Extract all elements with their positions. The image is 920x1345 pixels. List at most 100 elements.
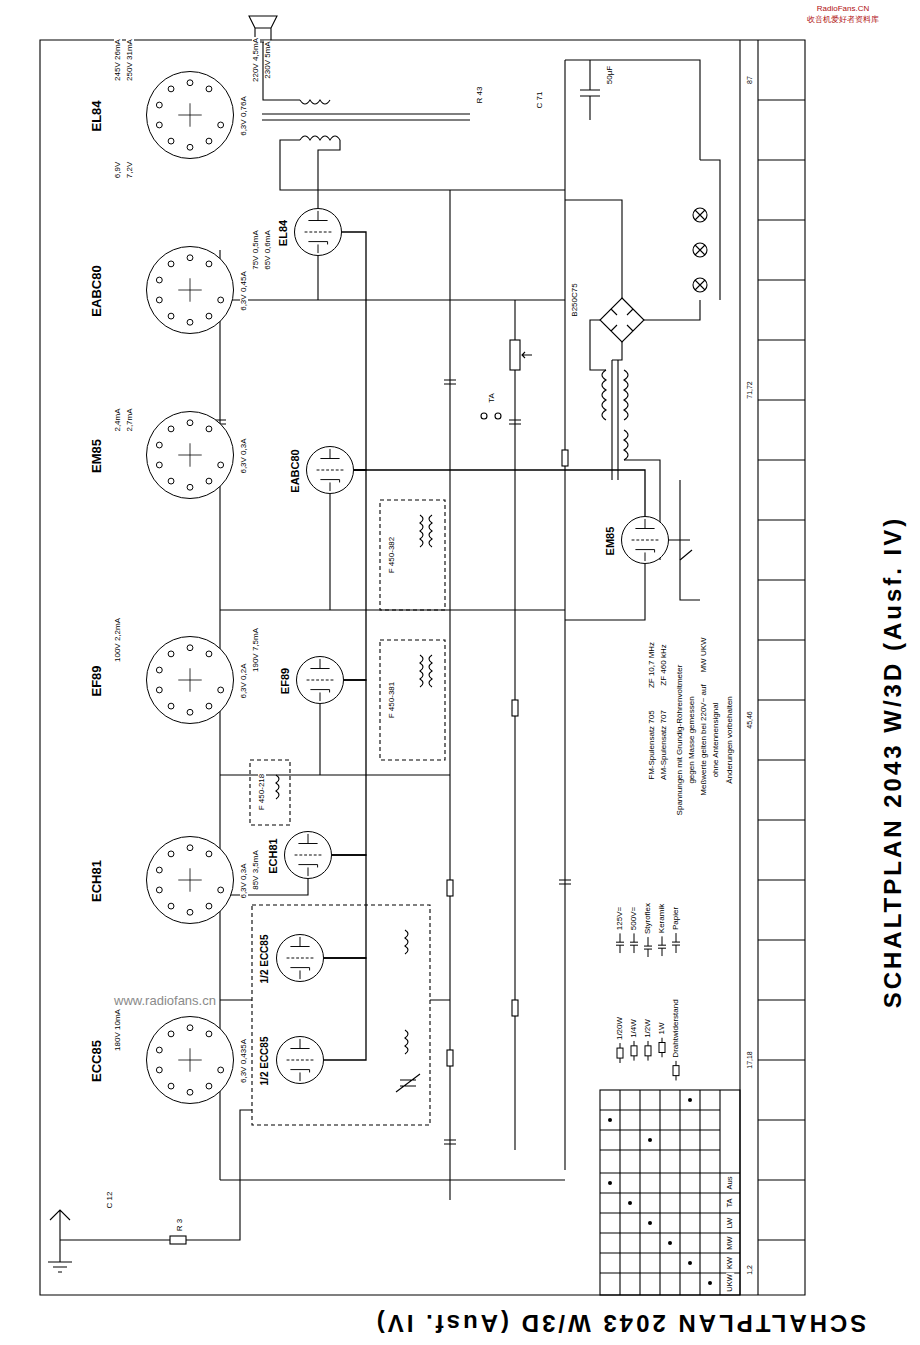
electrode-mark [178, 443, 201, 466]
tube-pin [156, 277, 162, 283]
tube-pin [187, 484, 193, 490]
tube-pin [156, 442, 162, 448]
tube-pin [206, 903, 212, 909]
antenna-symbol [48, 1210, 72, 1272]
legend-item: 125V= [616, 906, 624, 954]
resistor-sample-body [631, 1046, 637, 1056]
wire [220, 140, 450, 895]
cathode [290, 1070, 309, 1082]
capacitor-sample [658, 936, 666, 956]
tube-pin [168, 478, 174, 484]
signal-wire [332, 680, 366, 855]
switch-contact [648, 1221, 652, 1225]
part-label: R 3 [176, 1218, 184, 1232]
legend-text: Styroflex [644, 903, 652, 934]
pin-layout [147, 412, 233, 498]
tube-pinout-circle: EF896,3V 0,2A [146, 636, 234, 724]
tube-pin [206, 478, 212, 484]
tube-name: ECC85 [90, 1039, 103, 1083]
switch-position: UKW [726, 1273, 734, 1293]
if-filter-box [380, 640, 445, 760]
tube-pin [187, 80, 193, 86]
capacitor-sample [630, 933, 638, 953]
band-switch-grid [600, 1090, 740, 1295]
tube-pin [168, 138, 174, 144]
tube-pin [156, 102, 162, 108]
resistor-sample [644, 1041, 652, 1061]
resistor-sample [630, 1041, 638, 1061]
part-label: C 71 [536, 91, 544, 110]
voltage-label: 250V 31mA [126, 38, 134, 82]
capacitor-sample-line [672, 933, 680, 953]
tube-name: EM85 [605, 526, 616, 557]
cathode [635, 550, 654, 562]
capacitor-sample-line [616, 933, 624, 953]
resistor-symbol [562, 450, 568, 466]
grid-number: 1,2 [746, 1264, 753, 1276]
resistor-sample-body [645, 1046, 651, 1056]
anode-plate [298, 834, 317, 844]
tube-pin [187, 709, 193, 715]
tube-pinout-circle: EL846,3V 0,76A [146, 71, 234, 159]
wiring-group [40, 16, 805, 1295]
voltage-label: 190V 7,5mA [252, 627, 260, 673]
anode-plate [320, 449, 339, 459]
switch-contact [608, 1118, 612, 1122]
voltage-label: 2,4mA [114, 407, 122, 432]
tube-name: EABC80 [290, 448, 301, 493]
wire [220, 60, 720, 1180]
transformer-core [612, 360, 618, 480]
legend-item: Styroflex [644, 902, 652, 958]
legend-text: Papier [672, 907, 680, 930]
tube-pin [187, 1089, 193, 1095]
resistor-sample [672, 1061, 680, 1081]
switch-contact [628, 1201, 632, 1205]
tube-pinout-circle: ECH816,3V 0,3A [146, 836, 234, 924]
note-text: ZF 460 kHz [660, 643, 668, 686]
tube-pin [206, 1083, 212, 1089]
capacitor-sample [616, 933, 624, 953]
switch-position: MW [726, 1235, 734, 1250]
tube-symbol: 1/2 ECC85 [276, 1036, 324, 1084]
tube-pin [206, 651, 212, 657]
tube-pin [156, 462, 162, 468]
legend-text: 500V= [630, 907, 638, 930]
control-grid [287, 1060, 314, 1061]
heater-rating: 6,3V 0,435A [240, 1038, 248, 1084]
tube-name: EF89 [280, 667, 291, 695]
tube-pin [156, 1067, 162, 1073]
electrolytic-capacitor [580, 60, 600, 120]
tube-pin [206, 851, 212, 857]
watermark: www.radiofans.cn [113, 994, 217, 1007]
legend-item: 1/4W [630, 1018, 638, 1062]
voltage-label: 245V 26mA [114, 38, 122, 82]
control-grid [295, 855, 322, 856]
tube-name: EABC80 [90, 264, 103, 317]
anode-plate [310, 659, 329, 669]
note-text: FM-Spulensatz 705 [648, 709, 656, 780]
tube-pin [187, 420, 193, 426]
voltage-label: 180V 10mA [114, 1008, 122, 1052]
part-label: C 12 [106, 1191, 114, 1210]
pickup-socket [481, 413, 487, 419]
part-label: B250C75 [571, 282, 579, 317]
part-label: R 43 [476, 86, 484, 105]
switch-contact [688, 1098, 692, 1102]
voltage-label: 75V 0,5mA [252, 229, 260, 271]
switch-contact [668, 1241, 672, 1245]
voltage-label: 230V 5mA [264, 40, 272, 79]
capacitor-sample [644, 937, 652, 957]
supply-rail [220, 60, 565, 1200]
part-label: F 450-218 [258, 773, 266, 811]
switch-position: LW [726, 1217, 734, 1230]
heater-rating: 6,3V 0,3A [240, 437, 248, 474]
capacitor-sample-line [630, 933, 638, 953]
tube-pinout-circle: EM856,3V 0,3A [146, 411, 234, 499]
note-text: AM-Spulensatz 707 [660, 709, 668, 781]
transformer-core [262, 114, 470, 120]
wire [60, 1110, 252, 1240]
switch-contact [688, 1261, 692, 1265]
anode-plate [308, 211, 327, 221]
pin-layout [147, 247, 233, 333]
control-grid [305, 232, 332, 233]
